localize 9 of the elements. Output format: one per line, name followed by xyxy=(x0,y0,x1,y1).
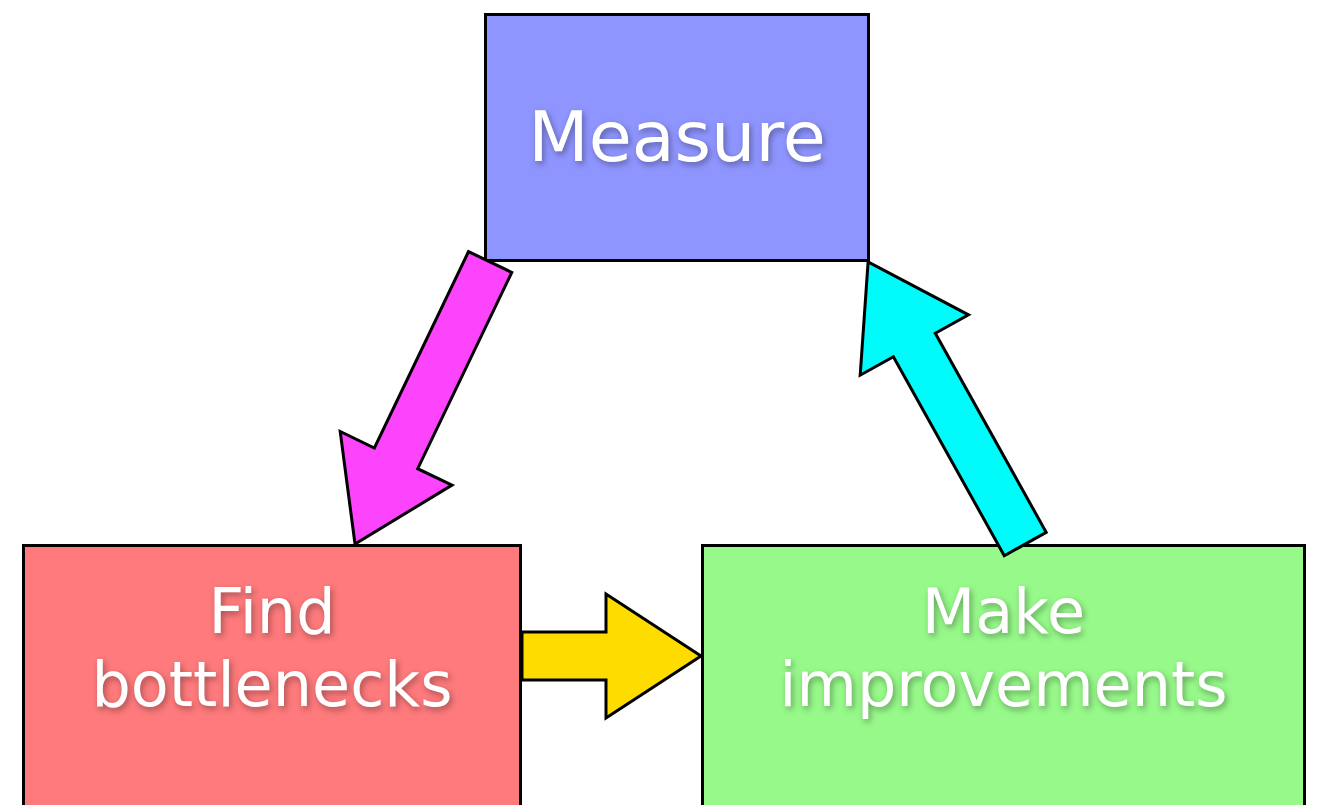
box-label: Measure xyxy=(528,96,826,179)
process-box xyxy=(484,13,870,262)
box-label: Find bottlenecks xyxy=(90,575,454,722)
block-arrow xyxy=(338,249,514,547)
block-arrow xyxy=(520,591,704,721)
box-label: Make improvements xyxy=(778,575,1229,722)
block-arrow xyxy=(858,259,1049,558)
process-box xyxy=(701,544,1306,805)
process-box xyxy=(22,544,522,805)
